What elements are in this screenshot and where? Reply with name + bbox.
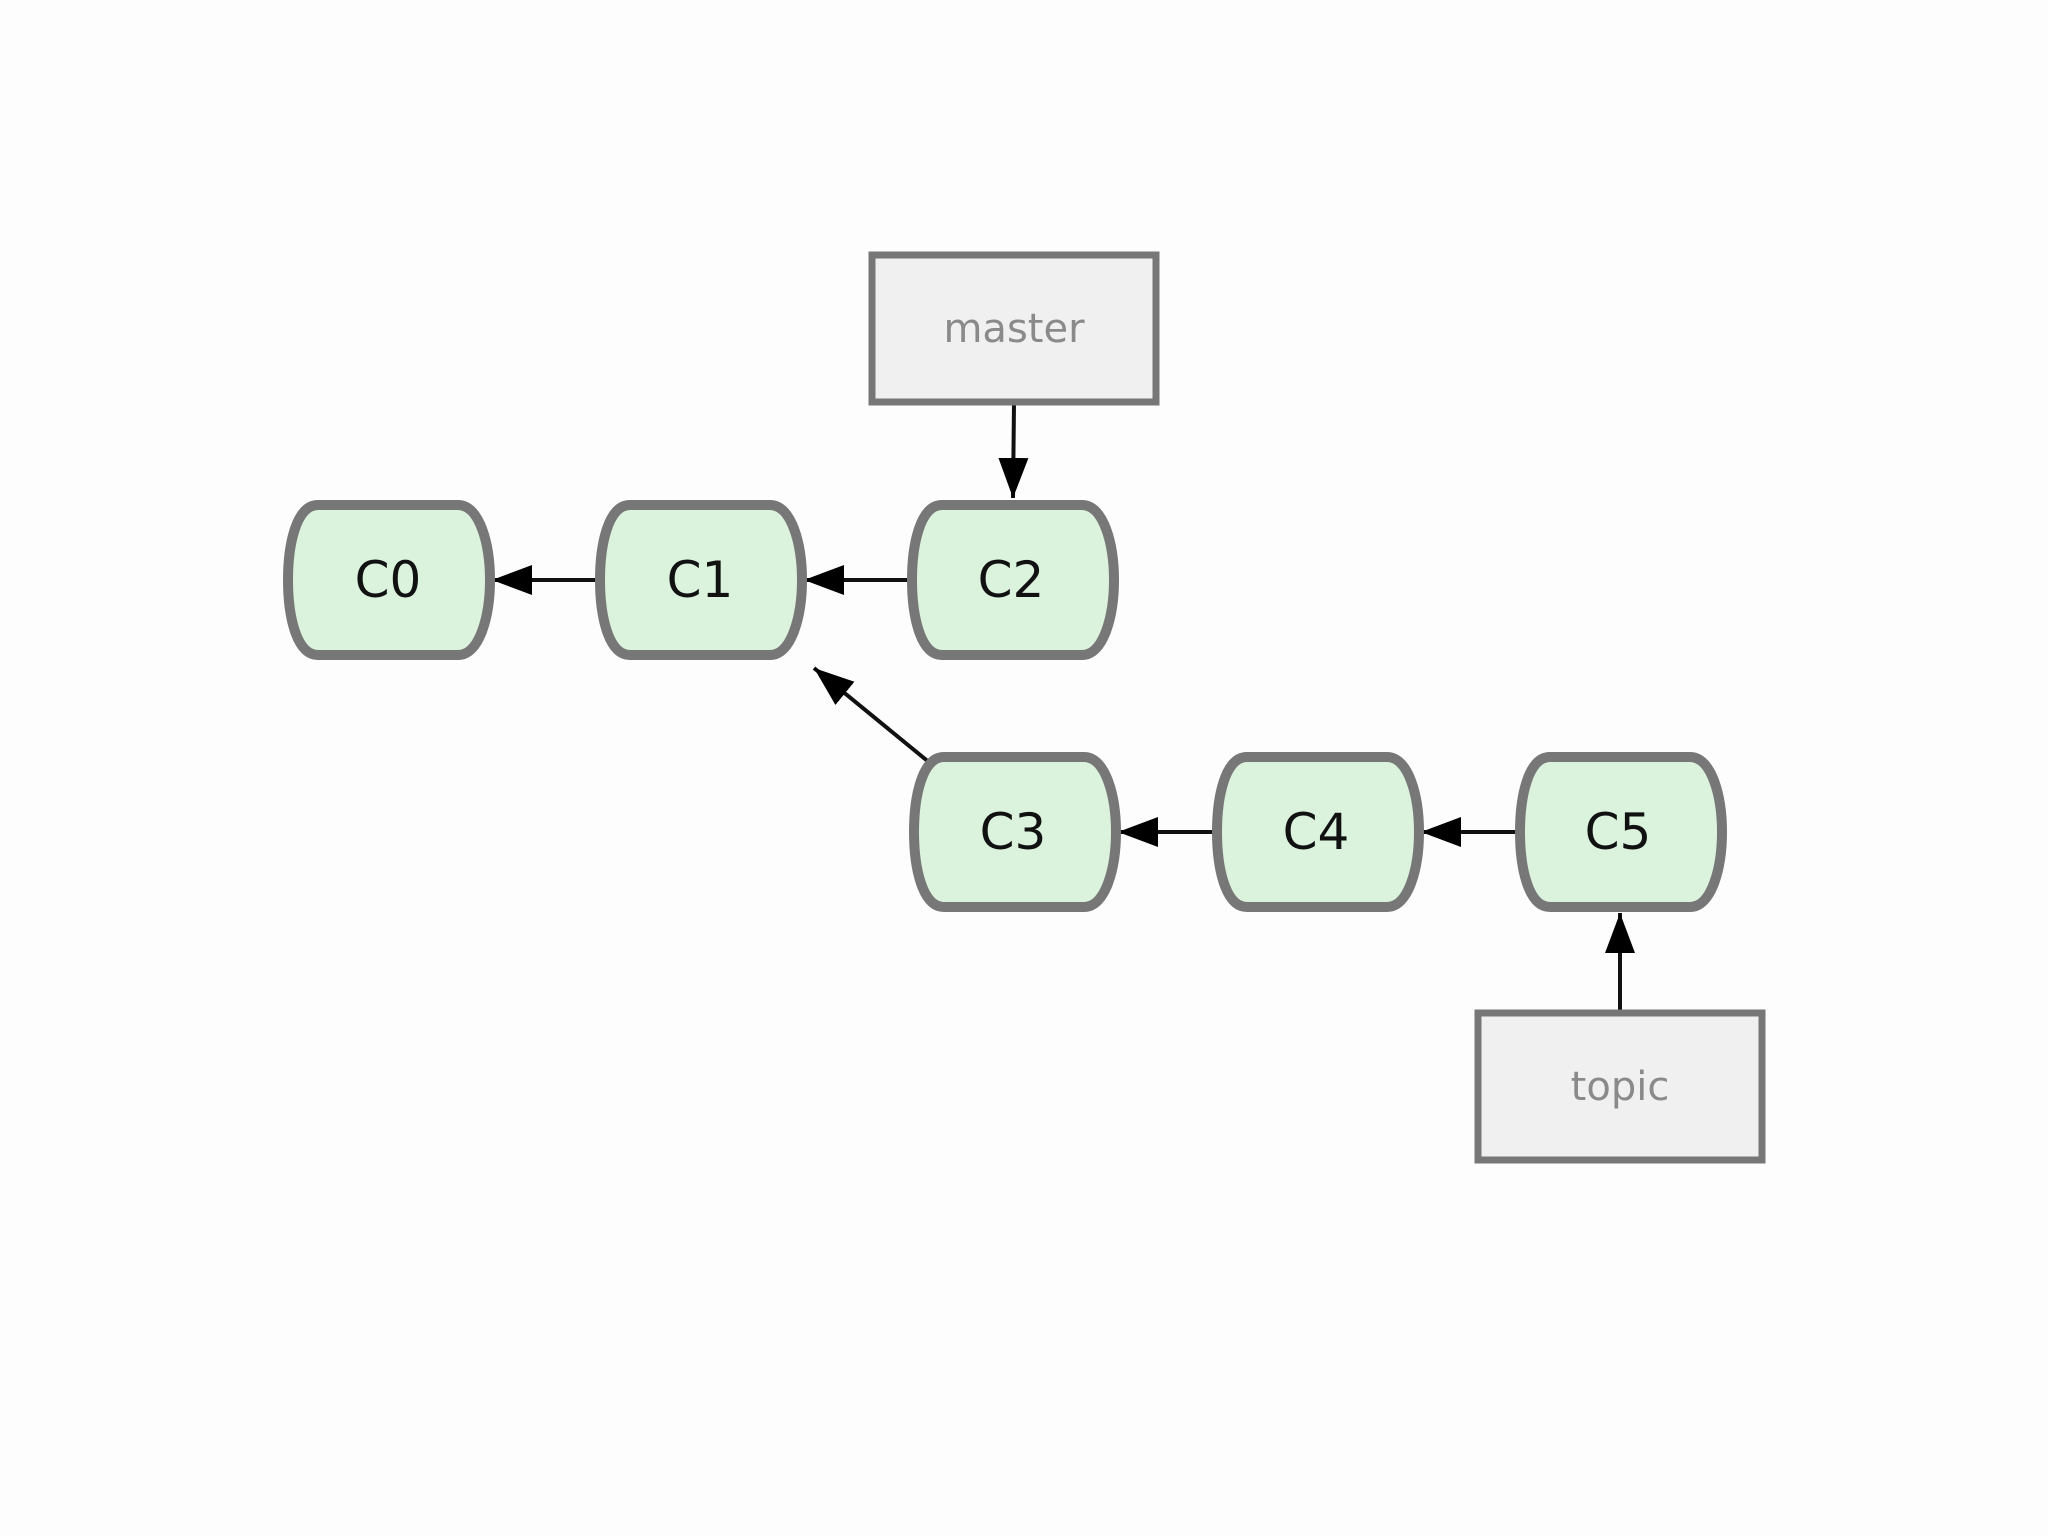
commit-label: C4 xyxy=(1283,803,1350,861)
edge-master-to-c2 xyxy=(998,402,1029,499)
commit-node: C1 xyxy=(594,500,808,660)
commit-node: C2 xyxy=(906,500,1120,660)
commit-node: C3 xyxy=(908,752,1122,912)
edge-c3-to-c1 xyxy=(812,666,932,765)
parent-links xyxy=(492,565,1518,847)
commit-label: C5 xyxy=(1585,803,1652,861)
branch-pointers xyxy=(998,402,1635,1012)
commit-label: C1 xyxy=(667,551,734,609)
branch-label-topic: topic xyxy=(1474,1009,1766,1164)
commit-node: C0 xyxy=(282,500,496,660)
commit-node: C4 xyxy=(1211,752,1425,912)
commit-node: C5 xyxy=(1514,752,1728,912)
branch-label-master: master xyxy=(868,251,1160,406)
branch-name: topic xyxy=(1571,1064,1670,1110)
commit-label: C2 xyxy=(978,551,1045,609)
commit-label: C3 xyxy=(980,803,1047,861)
commit-label: C0 xyxy=(355,551,422,609)
branch-name: master xyxy=(943,306,1085,352)
